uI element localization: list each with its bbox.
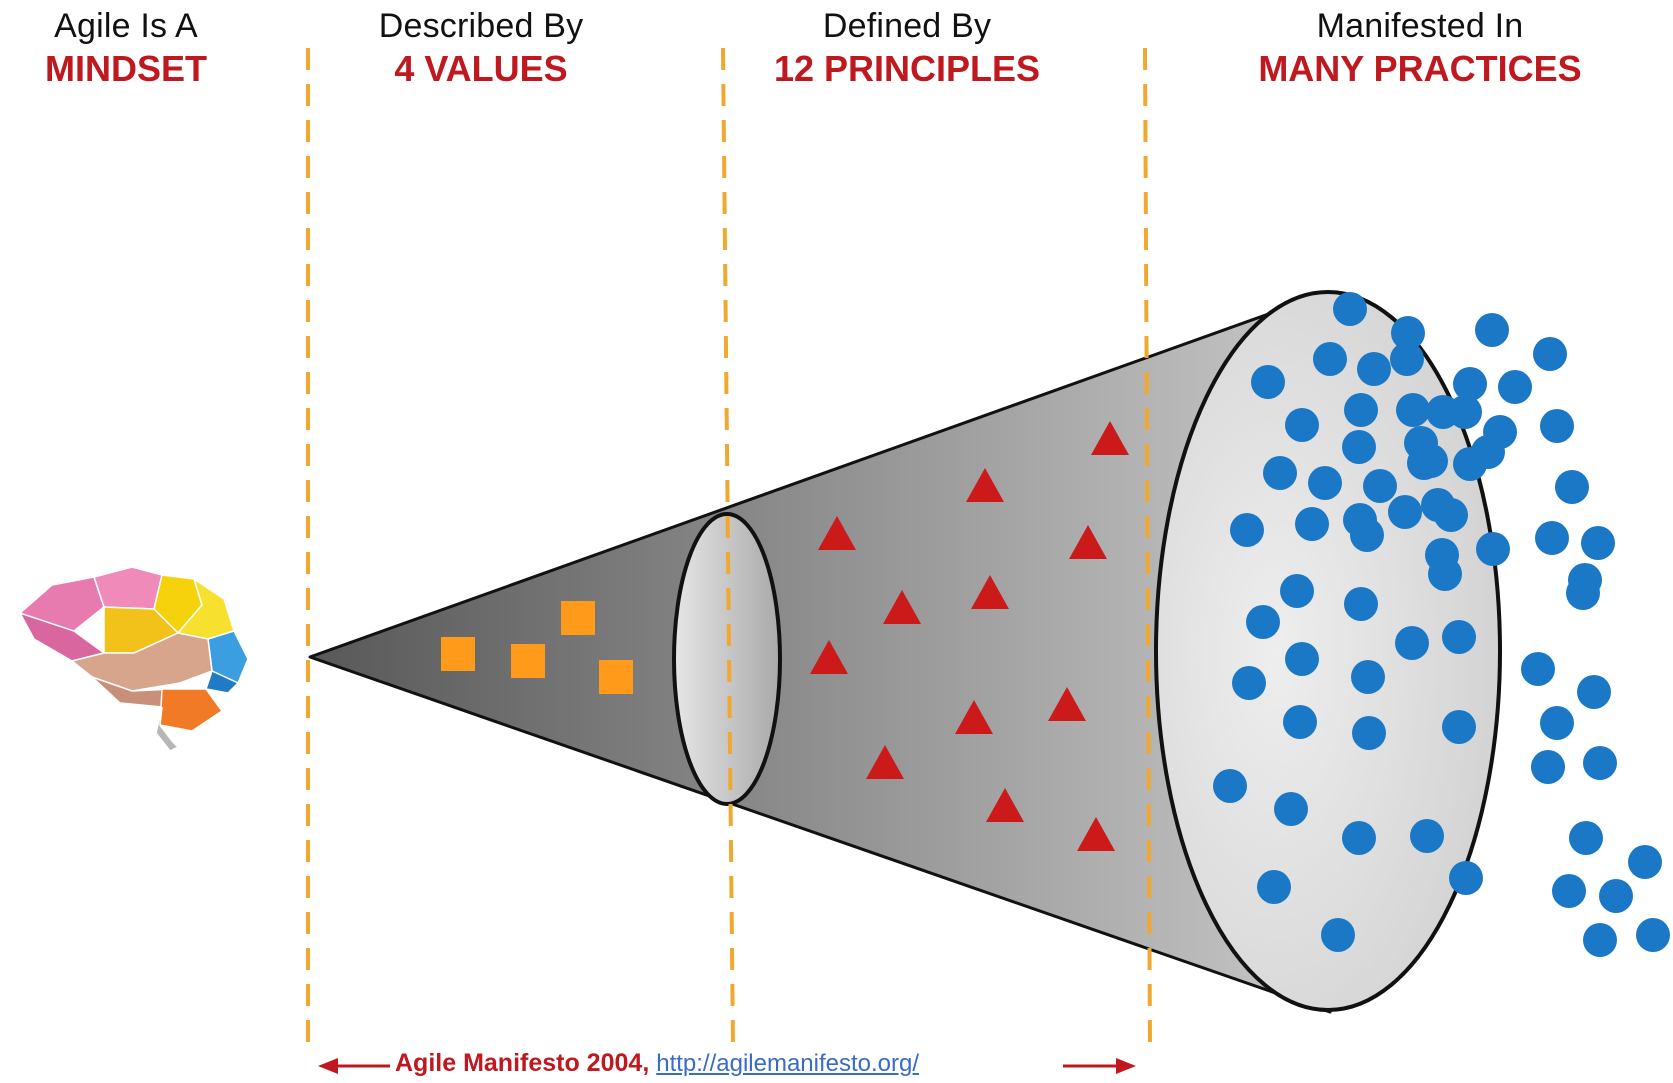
practice-dot — [1351, 660, 1385, 694]
practice-dot — [1395, 626, 1429, 660]
practice-dot — [1342, 430, 1376, 464]
practice-dot — [1295, 507, 1329, 541]
practice-dot — [1342, 821, 1376, 855]
practice-dot — [1428, 557, 1462, 591]
practice-dot — [1313, 342, 1347, 376]
arrow-left-head — [318, 1058, 338, 1074]
practice-dot — [1350, 518, 1384, 552]
practice-dot — [1232, 666, 1266, 700]
brain-icon — [20, 567, 248, 751]
practice-dot — [1274, 792, 1308, 826]
citation-separator: , — [642, 1049, 649, 1077]
practice-dot — [1442, 620, 1476, 654]
practice-dot — [1552, 874, 1586, 908]
practice-dot — [1246, 605, 1280, 639]
practice-dot — [1555, 470, 1589, 504]
header-principles: Defined By 12 PRINCIPLES — [697, 6, 1117, 92]
value-square — [599, 660, 633, 694]
practice-dot — [1285, 408, 1319, 442]
practice-dot — [1283, 705, 1317, 739]
practice-dot — [1521, 652, 1555, 686]
header-practices-intro: Manifested In — [1210, 6, 1630, 46]
arrow-right-head — [1116, 1058, 1136, 1074]
practice-dot — [1388, 495, 1422, 529]
practice-dot — [1448, 395, 1482, 429]
practice-dot — [1581, 526, 1615, 560]
practice-dot — [1583, 746, 1617, 780]
practice-dot — [1263, 456, 1297, 490]
practice-dot — [1475, 313, 1509, 347]
practice-dot — [1410, 819, 1444, 853]
practice-dot — [1333, 292, 1367, 326]
header-principles-title: 12 PRINCIPLES — [697, 46, 1117, 92]
practice-dot — [1628, 845, 1662, 879]
practice-dot — [1577, 675, 1611, 709]
practice-dot — [1363, 469, 1397, 503]
manifesto-citation: Agile Manifesto 2004, http://agilemanife… — [395, 1045, 1115, 1083]
header-values-intro: Described By — [271, 6, 691, 46]
value-square — [561, 601, 595, 635]
header-values: Described By 4 VALUES — [271, 6, 691, 92]
practice-dot — [1476, 532, 1510, 566]
header-principles-intro: Defined By — [697, 6, 1117, 46]
practice-dot — [1407, 446, 1441, 480]
practice-dot — [1442, 710, 1476, 744]
practice-dot — [1533, 337, 1567, 371]
manifesto-link[interactable]: http://agilemanifesto.org/ — [656, 1050, 919, 1077]
practice-dot — [1285, 642, 1319, 676]
practice-dot — [1280, 574, 1314, 608]
practice-dot — [1352, 716, 1386, 750]
practice-dot — [1535, 521, 1569, 555]
practice-dot — [1357, 352, 1391, 386]
practice-dot — [1251, 365, 1285, 399]
practice-dot — [1531, 750, 1565, 784]
practice-dot — [1257, 870, 1291, 904]
practice-dot — [1583, 923, 1617, 957]
value-square — [511, 644, 545, 678]
practice-dot — [1434, 498, 1468, 532]
practice-dot — [1390, 342, 1424, 376]
practice-dot — [1471, 435, 1505, 469]
citation-text-group: Agile Manifesto 2004, http://agilemanife… — [395, 1049, 919, 1078]
practice-dot — [1449, 861, 1483, 895]
value-square — [441, 637, 475, 671]
practice-dot — [1599, 879, 1633, 913]
practice-dot — [1569, 821, 1603, 855]
practice-dot — [1213, 769, 1247, 803]
header-practices-title: MANY PRACTICES — [1210, 46, 1630, 92]
practice-dot — [1498, 370, 1532, 404]
practice-dot — [1540, 706, 1574, 740]
practice-dot — [1344, 587, 1378, 621]
practice-dot — [1344, 393, 1378, 427]
citation-label: Agile Manifesto 2004 — [395, 1049, 642, 1077]
practice-dot — [1636, 918, 1670, 952]
practice-dot — [1396, 393, 1430, 427]
practice-dot — [1566, 576, 1600, 610]
header-practices: Manifested In MANY PRACTICES — [1210, 6, 1630, 92]
practice-dot — [1321, 918, 1355, 952]
practice-dot — [1540, 409, 1574, 443]
practice-dot — [1230, 513, 1264, 547]
header-values-title: 4 VALUES — [271, 46, 691, 92]
practice-dot — [1308, 466, 1342, 500]
